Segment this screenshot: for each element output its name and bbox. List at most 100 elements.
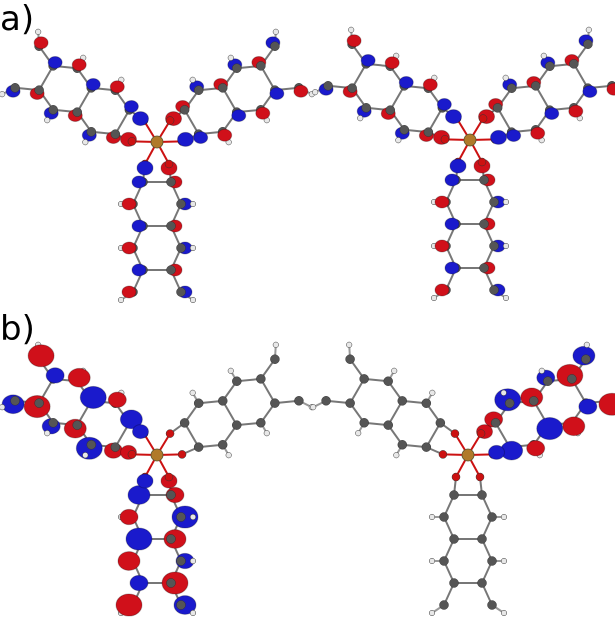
orbital-lobe [444,261,460,275]
carbon-atom [479,175,489,185]
carbon-atom [490,418,501,428]
hydrogen-atom [189,609,197,617]
hydrogen-atom [500,557,508,565]
molecule-b-right [310,341,615,617]
carbon-atom [399,125,410,135]
orbital-lobe [177,131,195,147]
metal-atom [150,135,164,149]
orbital-lobe [231,109,247,123]
hydrogen-atom [500,609,508,617]
orbital-lobe [606,82,615,96]
carbon-atom [232,63,242,73]
carbon-atom [166,490,176,500]
panel-label-a: a) [0,0,35,39]
carbon-atom [166,177,176,187]
oxygen-atom [127,450,137,459]
carbon-atom [256,61,266,71]
hydrogen-atom [82,139,89,146]
orbital-lobe [293,84,309,98]
oxygen-atom [477,157,487,167]
hydrogen-atom [540,52,547,59]
carbon-atom [489,197,499,207]
orbital-lobe [398,75,414,89]
orbital-lobe [119,409,143,430]
orbital-lobe [562,416,586,437]
carbon-atom [504,398,515,408]
hydrogen-atom [117,296,125,304]
hydrogen-atom [357,115,364,122]
carbon-atom [34,85,44,95]
hydrogen-atom [227,54,234,61]
orbital-lobe [45,367,65,384]
hydrogen-atom [189,244,197,252]
carbon-atom [166,221,176,231]
hydrogen-atom [502,74,509,81]
carbon-atom [256,374,266,384]
orbital-lobe [578,398,598,415]
carbon-atom [383,420,394,430]
carbon-atom [166,265,176,275]
orbital-lobe [71,58,87,72]
orbital-lobe [449,158,467,174]
orbital-lobe [129,574,149,592]
hydrogen-atom [189,557,197,565]
orbital-lobe [568,104,584,118]
orbital-lobe [121,241,137,255]
orbital-lobe [67,367,91,388]
orbital-lobe [490,129,508,145]
hydrogen-atom [189,389,196,396]
oxygen-atom [478,114,488,123]
oxygen-atom [164,472,174,482]
carbon-atom [231,420,242,430]
orbital-lobe [79,385,107,409]
carbon-atom [48,105,58,115]
carbon-atom [506,83,517,93]
carbon-atom [487,512,497,522]
molecule-a-right [312,26,615,302]
carbon-atom [439,556,449,566]
oxygen-atom [450,429,460,438]
hydrogen-atom [346,341,353,348]
oxygen-atom [165,429,175,438]
orbital-lobe [434,239,450,253]
carbon-atom [477,534,487,544]
hydrogen-atom [502,242,510,250]
oxygen-atom [475,472,485,482]
orbital-lobe [136,160,154,176]
carbon-atom [110,442,121,452]
molecule-b-left [0,341,315,617]
orbital-lobe [384,56,400,70]
carbon-atom [545,61,555,71]
carbon-atom [397,440,408,450]
carbon-atom [270,354,280,364]
orbital-lobe [109,80,125,94]
orbital-lobe [125,527,153,551]
hydrogen-atom [500,389,507,396]
orbital-lobe [444,173,460,187]
carbon-atom [10,83,20,93]
carbon-atom [179,418,190,428]
hydrogen-atom [0,404,6,411]
carbon-atom [193,398,204,408]
orbital-lobe [536,417,564,441]
orbital-lobe [127,485,151,505]
orbital-lobe [33,36,49,50]
carbon-atom [34,398,44,408]
metal-atom [461,448,475,462]
hydrogen-atom [189,513,197,521]
orbital-lobe [131,424,149,440]
carbon-atom [581,354,591,364]
orbital-lobe [488,444,506,460]
orbital-lobe [436,97,452,111]
carbon-atom [166,534,176,544]
hydrogen-atom [538,367,545,374]
orbital-lobe [598,392,615,416]
carbon-atom [270,398,280,408]
carbon-atom [479,219,489,229]
carbon-atom [487,600,497,610]
carbon-atom [217,440,228,450]
orbital-lobe [47,55,63,69]
carbon-atom [435,418,446,428]
hydrogen-atom [0,91,6,98]
